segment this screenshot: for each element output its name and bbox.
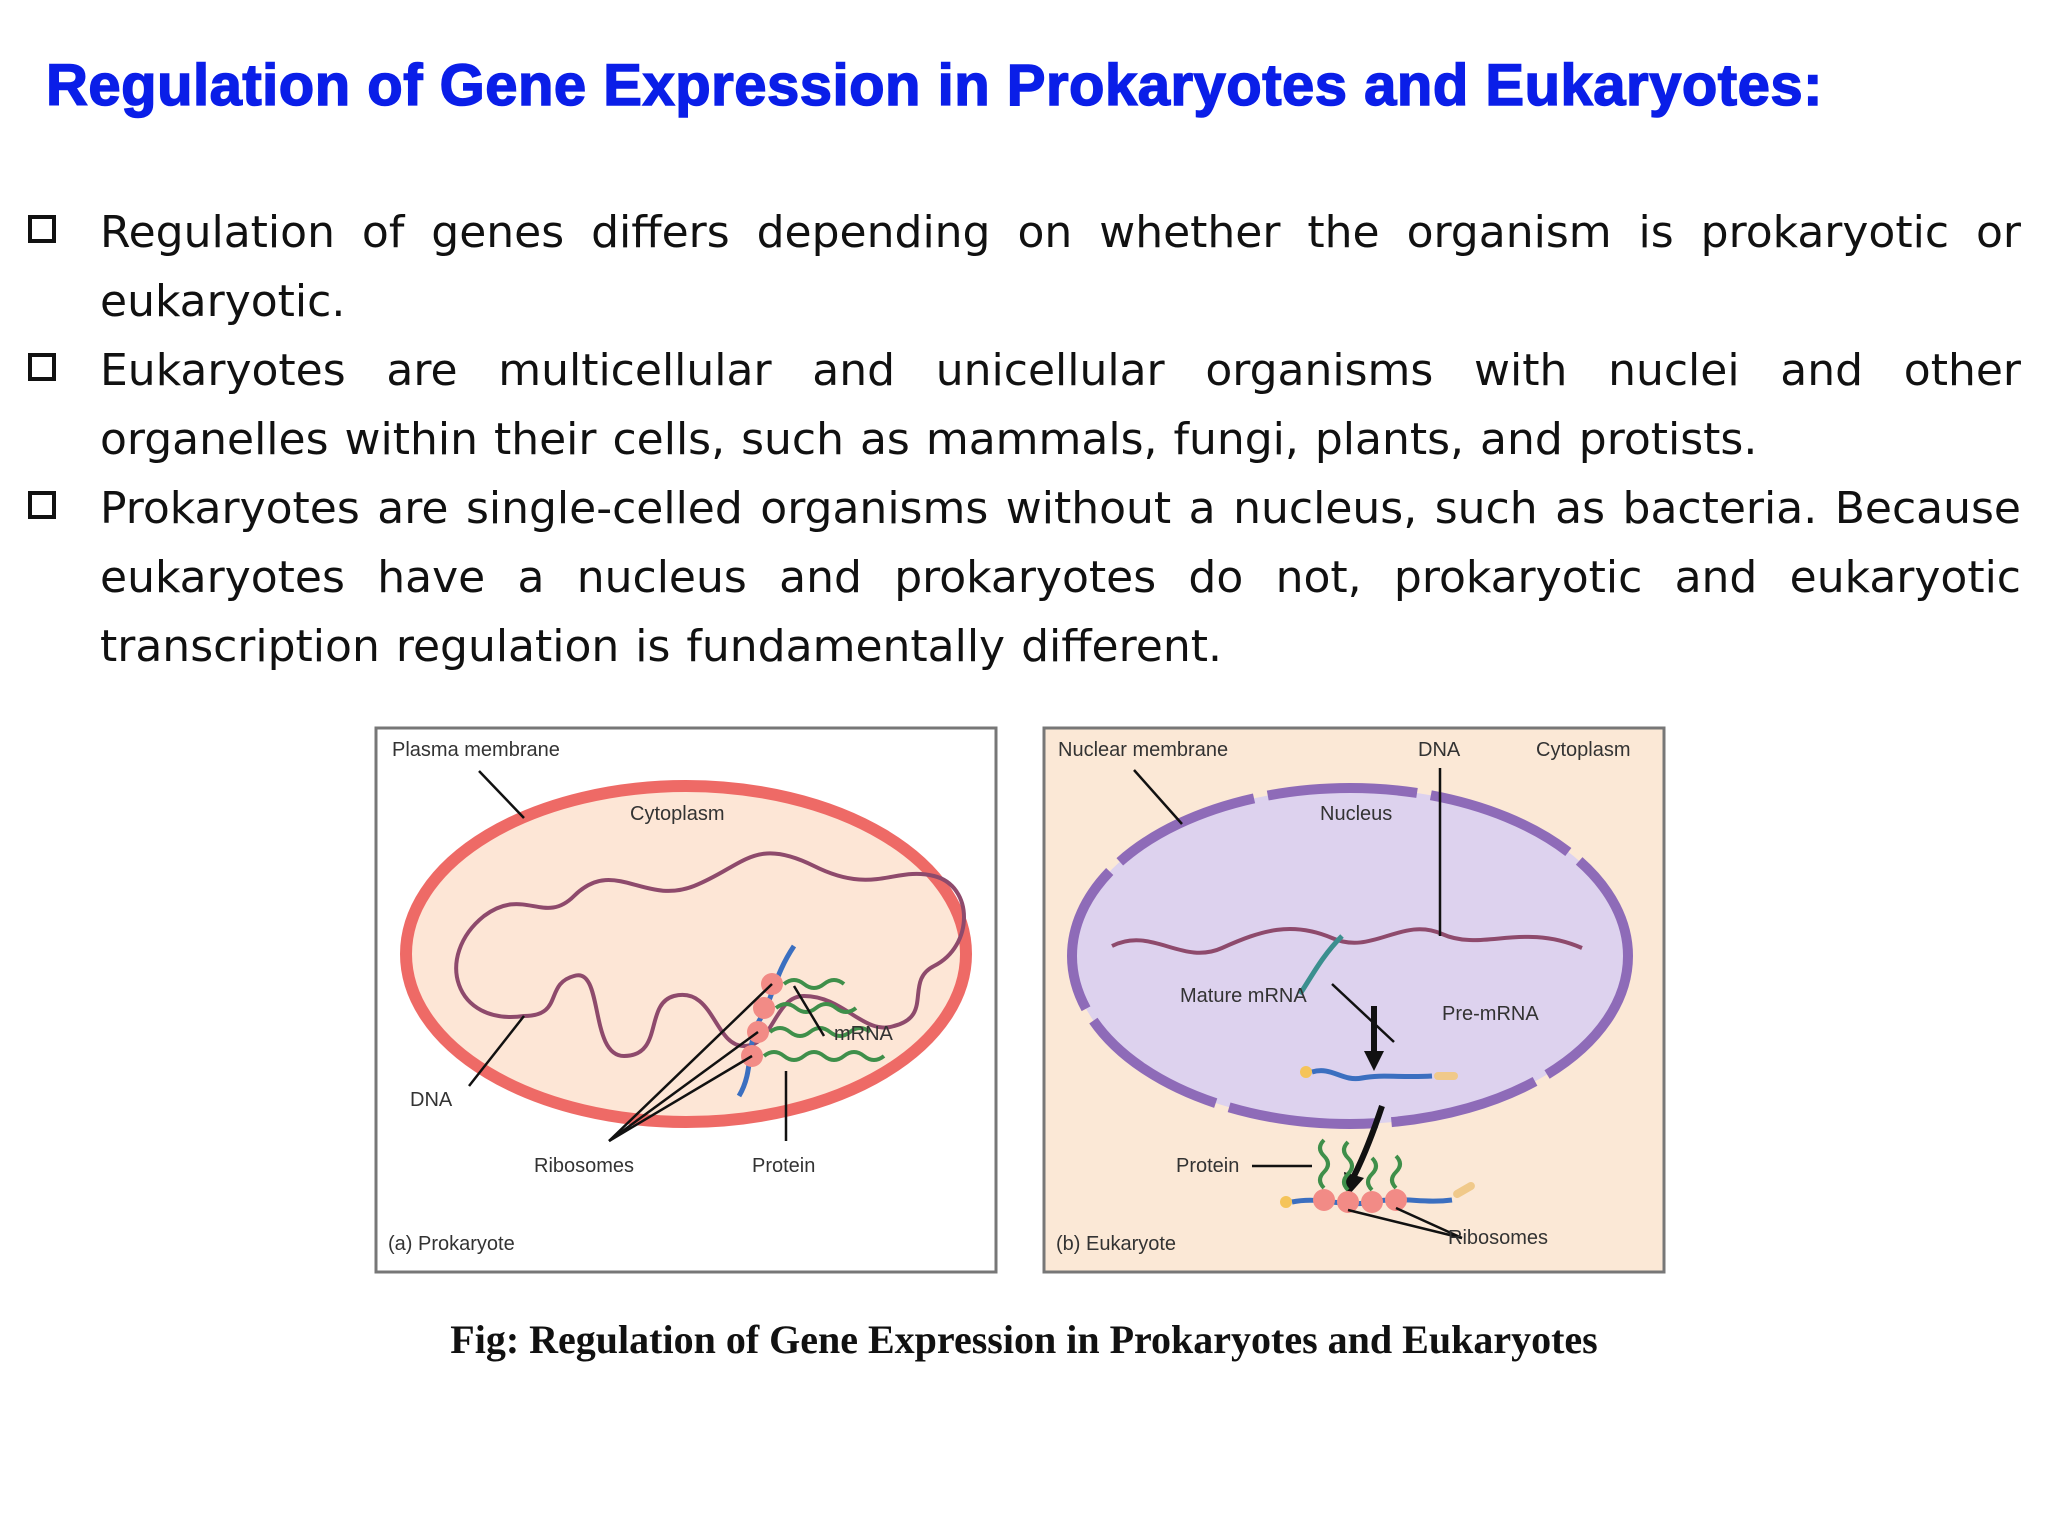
- figure-caption: Fig: Regulation of Gene Expression in Pr…: [450, 1317, 1598, 1362]
- eukaryote-dna-strand: [1111, 926, 1583, 955]
- protein-chain: [1342, 1140, 1354, 1192]
- nuclear-membrane-label: Nuclear membrane: [1058, 739, 1228, 761]
- protein-chain: [1366, 1156, 1378, 1192]
- ribosomes-label: Ribosomes: [534, 1155, 634, 1177]
- pre-mrna-label: Pre-mRNA: [1442, 1003, 1539, 1025]
- eukaryote-ribosomes: [1313, 1189, 1407, 1213]
- mature-mrna-strand: [1311, 1068, 1433, 1082]
- mrna-label: mRNA: [834, 1023, 894, 1045]
- protein-label: Protein: [752, 1155, 815, 1177]
- ribosomes-label: Ribosomes: [1448, 1227, 1548, 1249]
- bullet-list: Regulation of genes differs depending on…: [26, 198, 2021, 681]
- prokaryote-dna-strand: [454, 851, 966, 1059]
- eukaryote-panel: Nuclear membrane DNA Cytoplasm Nucleus M…: [1042, 726, 1666, 1274]
- dna-label: DNA: [410, 1089, 453, 1111]
- ribosome-icon: [1361, 1191, 1383, 1213]
- bullet-text: Regulation of genes differs depending on…: [100, 207, 2021, 327]
- prokaryote-mrna-strand: [736, 944, 797, 1098]
- protein-chain: [774, 1002, 858, 1014]
- mature-mrna-label: Mature mRNA: [1180, 985, 1307, 1007]
- protein-chain: [782, 978, 846, 990]
- ribosome-icon: [1313, 1189, 1335, 1211]
- ribosome-icon: [753, 997, 775, 1019]
- ribosome-icon: [1385, 1189, 1407, 1211]
- prokaryote-panel: Plasma membrane Cytoplasm DNA mRNA Ribos…: [374, 726, 998, 1274]
- eukaryote-leader-lines: [1133, 768, 1463, 1240]
- cytoplasm-label: Cytoplasm: [630, 803, 724, 825]
- nucleus-label: Nucleus: [1320, 803, 1392, 825]
- checkbox-icon: [28, 215, 56, 243]
- checkbox-icon: [28, 353, 56, 381]
- protein-chain: [1390, 1154, 1402, 1190]
- mrna-cap-icon: [1300, 1066, 1312, 1078]
- slide-title: Regulation of Gene Expression in Prokary…: [45, 52, 1823, 119]
- bullet-item: Eukaryotes are multicellular and unicell…: [26, 336, 2021, 474]
- protein-chain: [1318, 1138, 1330, 1190]
- eukaryote-proteins: [1318, 1138, 1402, 1192]
- bullet-item: Regulation of genes differs depending on…: [26, 198, 2021, 336]
- checkbox-icon: [28, 491, 56, 519]
- dna-label: DNA: [1418, 739, 1461, 761]
- protein-chain: [762, 1050, 886, 1062]
- pre-mrna-strand: [1297, 934, 1344, 996]
- plasma-membrane-label: Plasma membrane: [392, 739, 560, 761]
- poly-a-tail-icon: [1434, 1072, 1458, 1080]
- prokaryote-leader-lines: [468, 770, 826, 1143]
- protein-label: Protein: [1176, 1155, 1239, 1177]
- bullet-item: Prokaryotes are single-celled organisms …: [26, 474, 2021, 681]
- bullet-text: Prokaryotes are single-celled organisms …: [100, 483, 2021, 672]
- cytoplasm-label: Cytoplasm: [1536, 739, 1630, 761]
- prokaryote-panel-label: (a) Prokaryote: [388, 1233, 515, 1255]
- plasma-membrane-shape: [400, 780, 972, 1128]
- export-arrow: [1351, 1105, 1385, 1178]
- bullet-text: Eukaryotes are multicellular and unicell…: [100, 345, 2021, 465]
- nuclear-membrane-shape: [1067, 783, 1633, 1129]
- mrna-cap-icon: [1280, 1196, 1292, 1208]
- eukaryote-panel-label: (b) Eukaryote: [1056, 1233, 1176, 1255]
- poly-a-tail-icon: [1453, 1182, 1475, 1198]
- ribosome-icon: [1337, 1191, 1359, 1213]
- cell-diagram-figure: Plasma membrane Cytoplasm DNA mRNA Ribos…: [374, 726, 1666, 1274]
- arrow-head-icon: [1364, 1051, 1384, 1071]
- arrow-head-icon: [1344, 1172, 1364, 1196]
